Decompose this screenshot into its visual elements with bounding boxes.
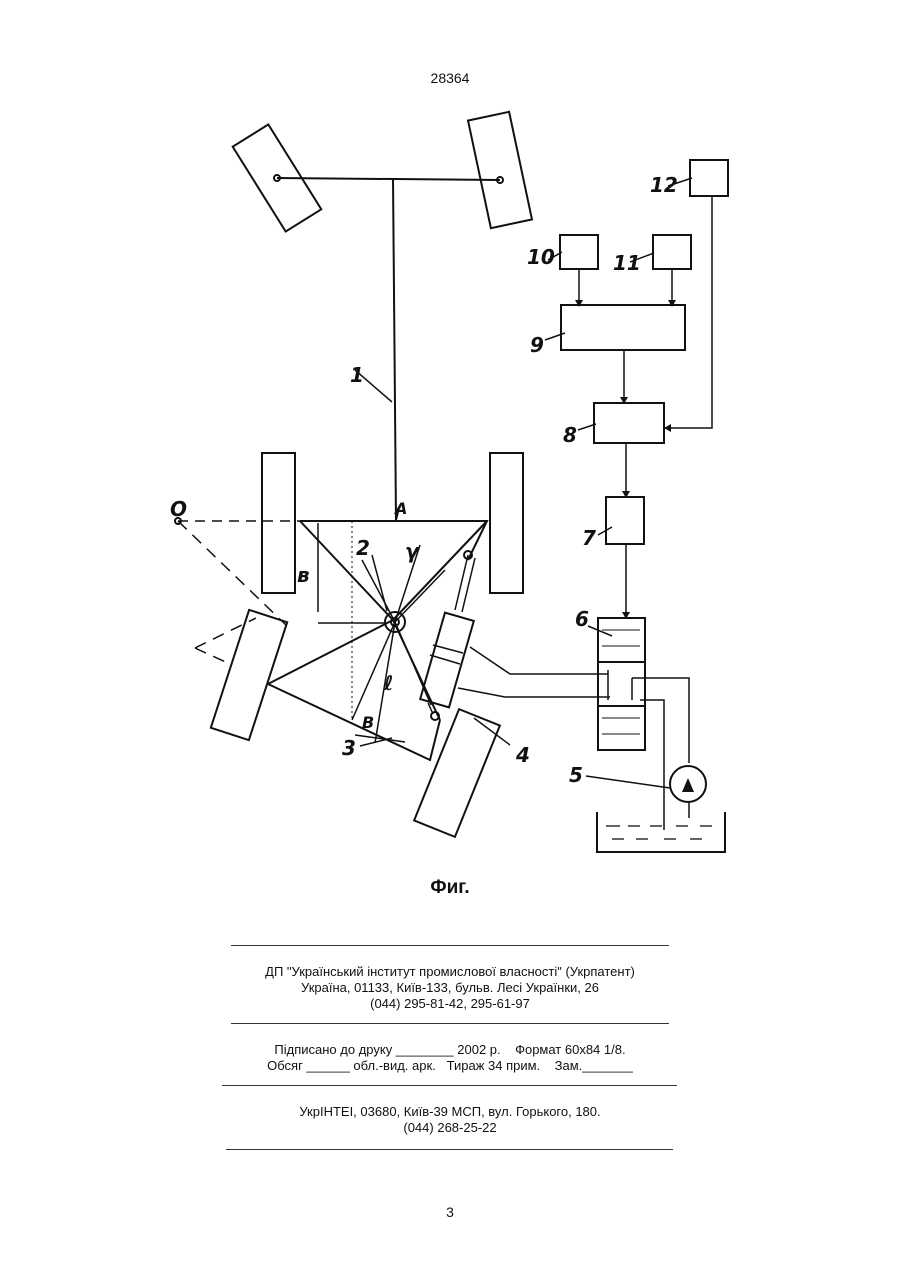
print-info-block: Підписано до друку ________ 2002 р. Форм… — [0, 1042, 900, 1074]
front-right-wheel — [468, 112, 532, 228]
directional-valve — [598, 618, 645, 750]
block-8 — [594, 403, 664, 443]
printer-phone: (044) 268-25-22 — [0, 1120, 900, 1136]
divider — [231, 945, 669, 946]
label-dimension-b: в — [297, 563, 310, 587]
middle-right-wheel — [490, 453, 523, 593]
label-point-a: A — [393, 499, 407, 518]
label-point-b: B — [362, 713, 374, 732]
divider — [226, 1149, 673, 1150]
label-9: 9 — [530, 333, 544, 357]
label-6: 6 — [575, 607, 589, 631]
label-gamma: γ — [405, 539, 420, 563]
page-number: 3 — [0, 1204, 900, 1220]
figure-caption: Фиг. — [0, 877, 900, 899]
label-4: 4 — [515, 743, 530, 767]
block-9 — [561, 305, 685, 350]
publisher-address: Україна, 01133, Київ-133, бульв. Лесі Ук… — [0, 980, 900, 996]
label-8: 8 — [563, 423, 577, 447]
label-11: 11 — [613, 251, 641, 275]
middle-left-wheel — [262, 453, 295, 593]
publisher-block: ДП "Український інститут промислової вла… — [0, 964, 900, 1012]
label-12: 12 — [650, 173, 678, 197]
label-2: 2 — [356, 536, 370, 560]
label-7: 7 — [582, 526, 596, 550]
print-info-line-1: Підписано до друку ________ 2002 р. Форм… — [0, 1042, 900, 1058]
label-5: 5 — [569, 763, 583, 787]
divider — [231, 1023, 669, 1024]
patent-figure: 1 2 3 4 5 6 7 8 9 10 11 12 O A B γ в ℓ — [0, 0, 900, 900]
block-12 — [690, 160, 728, 196]
frame-beam-1 — [393, 178, 396, 521]
label-dimension-l: ℓ — [383, 671, 393, 695]
publisher-name: ДП "Український інститут промислової вла… — [0, 964, 900, 980]
fluid-tank — [597, 812, 725, 852]
divider — [222, 1085, 677, 1086]
front-axle — [277, 178, 500, 180]
block-11 — [653, 235, 691, 269]
rear-left-wheel — [211, 610, 287, 740]
block-7 — [606, 497, 644, 544]
print-info-line-2: Обсяг ______ обл.-вид. арк. Тираж 34 при… — [0, 1058, 900, 1074]
printer-block: УкрІНТЕІ, 03680, Київ-39 МСП, вул. Горьк… — [0, 1104, 900, 1136]
label-1: 1 — [350, 363, 364, 387]
label-10: 10 — [527, 245, 555, 269]
label-point-o: O — [170, 497, 187, 521]
block-10 — [560, 235, 598, 269]
label-3: 3 — [342, 736, 356, 760]
printer-address: УкрІНТЕІ, 03680, Київ-39 МСП, вул. Горьк… — [0, 1104, 900, 1120]
publisher-phone: (044) 295-81-42, 295-61-97 — [0, 996, 900, 1012]
